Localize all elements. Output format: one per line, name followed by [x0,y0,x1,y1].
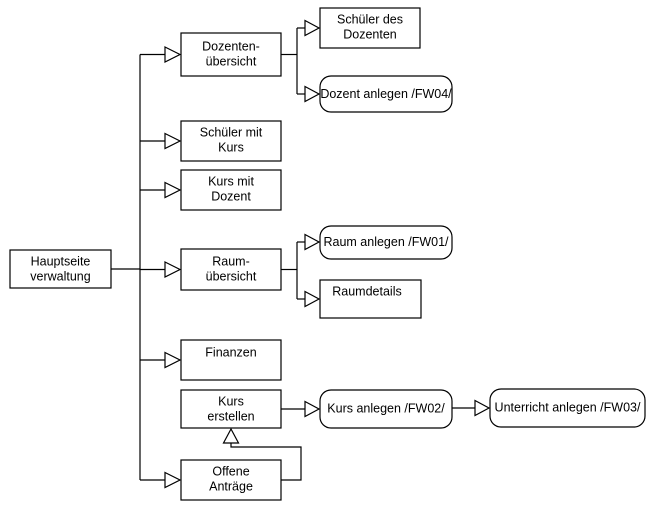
node-raumdetails[interactable]: Raumdetails [319,279,422,319]
arrowhead-kurs-mit-dozent [164,181,182,199]
node-kurs-anlegen-fw02[interactable]: Kurs anlegen /FW02/ [319,389,453,429]
node-raum-anlegen-fw01[interactable]: Raum anlegen /FW01/ [319,225,453,260]
arrowhead-unterricht-anlegen [474,399,491,417]
node-finanzen[interactable]: Finanzen [180,339,282,381]
node-kurs-mit-dozent-label-line1: Kurs mit [208,174,254,188]
node-schueler-mit-kurs-label-line1: Schüler mit [200,125,263,139]
node-dozent-anlegen-fw04[interactable]: Dozent anlegen /FW04/ [319,75,453,113]
node-offene-antraege-label-line1: Offene [212,464,249,478]
node-raum-uebersicht-shape[interactable] [180,248,282,291]
node-schueler-des-dozenten-label-line1: Schüler des [337,12,403,26]
node-schueler-des-dozenten-shape[interactable] [319,7,421,49]
node-raum-anlegen-fw01-label: Raum anlegen /FW01/ [323,235,449,249]
node-dozent-anlegen-fw04-shape[interactable] [319,75,453,113]
arrowhead-offene-antraege [164,471,182,489]
node-kurs-erstellen-shape[interactable] [180,389,282,429]
arrowhead-kurs-erstellen [222,427,240,444]
node-layer: Hauptseite verwaltung Dozenten- übersich… [9,7,646,501]
node-unterricht-anlegen-fw03-label: Unterricht anlegen /FW03/ [495,400,641,414]
node-kurs-erstellen-label-line2: erstellen [207,409,254,423]
node-dozenten-uebersicht[interactable]: Dozenten- übersicht [180,32,282,77]
edge-layer [111,19,491,489]
arrowhead-dozentenuebersicht [164,46,182,63]
node-schueler-mit-kurs-label-line2: Kurs [218,140,244,154]
node-kurs-erstellen-label-line1: Kurs [218,394,244,408]
node-finanzen-shape[interactable] [180,339,282,381]
node-hauptseite-verwaltung-shape[interactable] [9,249,112,289]
node-unterricht-anlegen-fw03[interactable]: Unterricht anlegen /FW03/ [489,388,646,428]
arrowhead-raumdetails [304,290,321,308]
arrowhead-raum-anlegen [304,233,321,251]
edge-offene-antraege-to-kurs-erstellen [230,443,302,481]
node-schueler-des-dozenten[interactable]: Schüler des Dozenten [319,7,421,49]
node-dozent-anlegen-fw04-label: Dozent anlegen /FW04/ [320,87,452,101]
node-dozenten-uebersicht-label-line1: Dozenten- [202,39,260,53]
node-hauptseite-verwaltung[interactable]: Hauptseite verwaltung [9,249,112,289]
node-schueler-mit-kurs[interactable]: Schüler mit Kurs [180,120,282,162]
node-raum-uebersicht-label-line2: übersicht [206,269,257,283]
node-kurs-anlegen-fw02-label: Kurs anlegen /FW02/ [327,401,445,415]
node-finanzen-label: Finanzen [205,345,256,359]
node-offene-antraege[interactable]: Offene Anträge [180,459,282,501]
node-raum-uebersicht[interactable]: Raum- übersicht [180,248,282,291]
node-schueler-des-dozenten-label-line2: Dozenten [343,27,397,41]
arrowhead-dozent-anlegen [304,85,321,103]
node-kurs-anlegen-fw02-shape[interactable] [319,389,453,429]
node-dozenten-uebersicht-shape[interactable] [180,32,282,77]
node-offene-antraege-shape[interactable] [180,459,282,501]
node-raumdetails-label: Raumdetails [332,284,401,298]
node-raumdetails-shape[interactable] [319,279,422,319]
node-schueler-mit-kurs-shape[interactable] [180,120,282,162]
node-raum-anlegen-fw01-shape[interactable] [319,225,453,260]
node-raum-uebersicht-label-line1: Raum- [212,254,250,268]
node-dozenten-uebersicht-label-line2: übersicht [206,54,257,68]
node-offene-antraege-label-line2: Anträge [209,479,253,493]
node-kurs-mit-dozent-label-line2: Dozent [211,189,251,203]
arrowhead-raumuebersicht [164,261,182,278]
arrowhead-schueler-des-dozenten [304,19,321,37]
node-hauptseite-verwaltung-label-line2: verwaltung [30,269,90,283]
arrowhead-kurs-anlegen [304,400,321,418]
node-unterricht-anlegen-fw03-shape[interactable] [489,388,646,428]
node-kurs-mit-dozent-shape[interactable] [180,169,282,211]
arrowhead-schueler-mit-kurs [164,132,182,150]
node-hauptseite-verwaltung-label-line1: Hauptseite [31,254,91,268]
arrowhead-finanzen [164,351,182,369]
node-kurs-erstellen[interactable]: Kurs erstellen [180,389,282,429]
node-kurs-mit-dozent[interactable]: Kurs mit Dozent [180,169,282,211]
